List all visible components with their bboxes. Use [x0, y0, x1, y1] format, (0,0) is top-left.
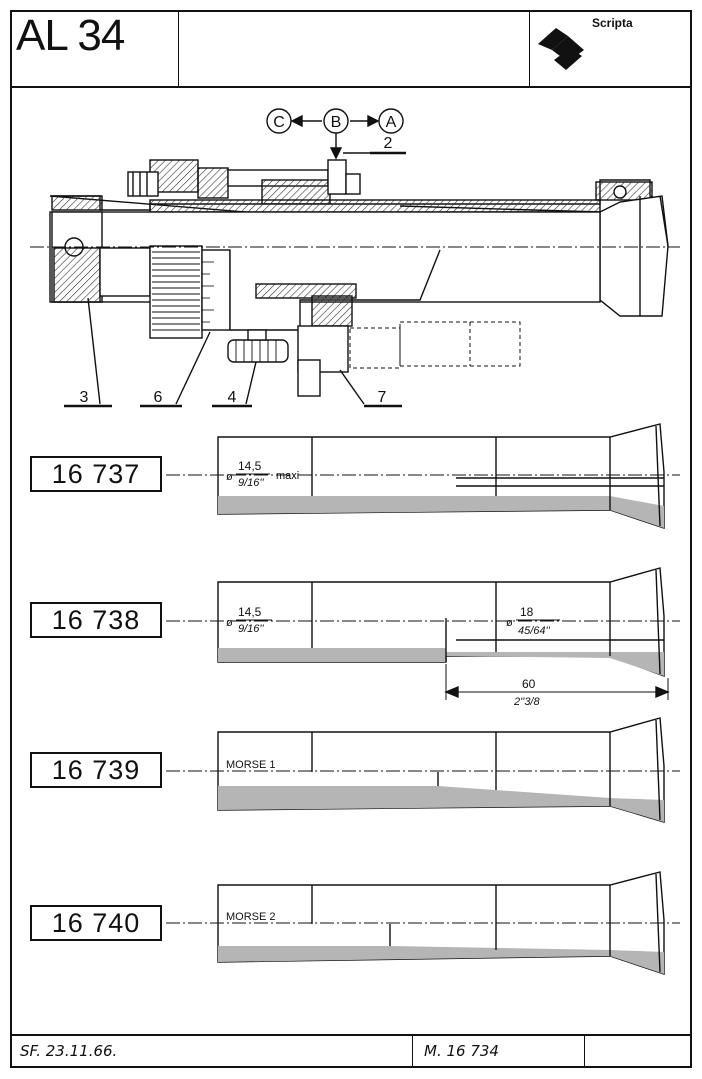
dim2-16738-mm: 18: [520, 605, 534, 619]
brand-name: Scripta: [592, 16, 633, 30]
dim-16738-mm: 14,5: [238, 605, 262, 619]
drawing-code: AL 34: [16, 11, 125, 60]
collet-16740-drawing: [166, 871, 680, 975]
length-16738-mm: 60: [522, 677, 536, 691]
part-number-16739: 16 739: [30, 752, 162, 788]
position-selector: [266, 108, 404, 160]
position-c-label: C: [273, 114, 285, 131]
callout-2: 2: [384, 135, 393, 152]
dim-16737-note: maxi: [276, 470, 299, 482]
footer-reference: M. 16 734: [424, 1042, 499, 1060]
title-block-footer: SF. 23.11.66. M. 16 734: [12, 1034, 690, 1066]
collet-16737-drawing: [166, 423, 680, 529]
taper-16739: MORSE 1: [226, 759, 276, 771]
assembly-drawing: [30, 108, 680, 408]
callout-7: 7: [378, 389, 387, 406]
dia-symbol-16738-a: ø: [226, 617, 233, 629]
dim-16737-inch: 9/16'': [238, 477, 265, 489]
title-block-header: AL 34 Scripta: [12, 12, 690, 88]
length-16738-inch: 2''3/8: [513, 696, 540, 708]
footer-divider-1: [412, 1036, 413, 1066]
header-code-cell: AL 34: [12, 12, 179, 86]
dim-16737-mm: 14,5: [238, 459, 262, 473]
part-number-16740: 16 740: [30, 905, 162, 941]
collet-16739-drawing: [166, 717, 680, 823]
taper-16740: MORSE 2: [226, 911, 276, 923]
callout-3: 3: [80, 389, 89, 406]
dia-symbol-16738-b: ø: [506, 617, 513, 629]
position-b-label: B: [331, 114, 342, 131]
drawing-sheet: AL 34 Scripta SF. 23.11.66. M. 16 734: [10, 10, 692, 1068]
footer-divider-2: [584, 1036, 585, 1066]
dia-symbol-16737: ø: [226, 471, 233, 483]
position-a-label: A: [386, 114, 397, 131]
part-number-16738: 16 738: [30, 602, 162, 638]
dim-16738-inch: 9/16'': [238, 623, 265, 635]
callout-4: 4: [228, 389, 237, 406]
part-number-16737: 16 737: [30, 456, 162, 492]
collet-16738-drawing: [166, 567, 680, 700]
header-divider: [529, 12, 531, 86]
dim2-16738-inch: 45/64'': [518, 625, 551, 637]
footer-date-note: SF. 23.11.66.: [20, 1042, 118, 1060]
scripta-logo-icon: [538, 28, 584, 70]
callout-6: 6: [154, 389, 163, 406]
